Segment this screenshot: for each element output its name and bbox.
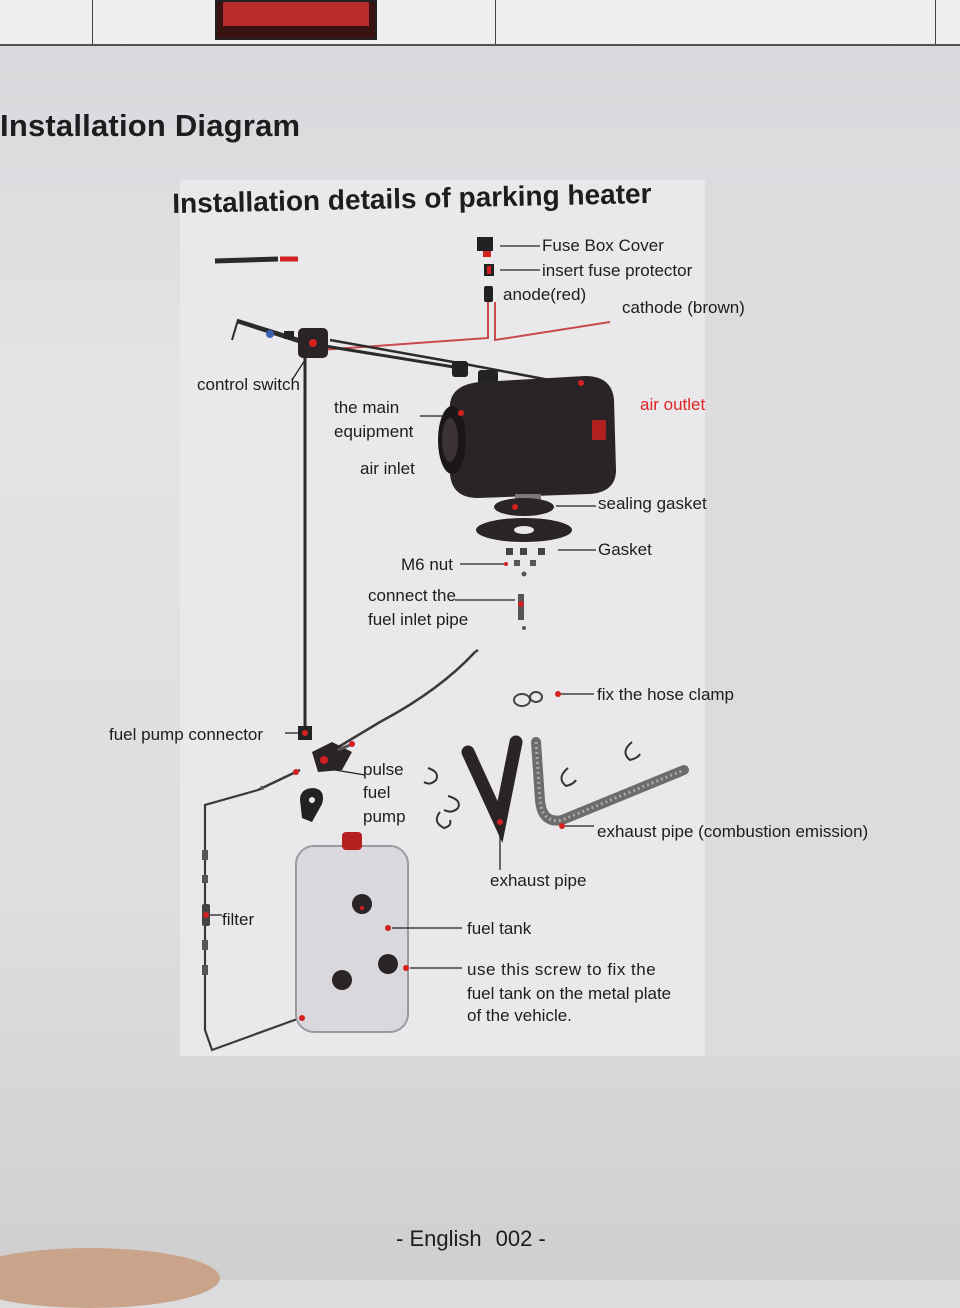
label-control-switch: control switch [197, 375, 300, 394]
diagram-panel [180, 180, 705, 1056]
footer-page-number: 002 - [495, 1226, 546, 1251]
fuse-box-cover-icon [477, 237, 493, 251]
clip-icon [624, 741, 641, 762]
label-screw-note-3: of the vehicle. [467, 1006, 572, 1025]
label-fix-hose-clamp: fix the hose clamp [597, 685, 735, 704]
label-gasket: Gasket [598, 540, 652, 559]
clip-icon [560, 767, 577, 788]
clip-icon [423, 767, 438, 785]
harness-plug-icon [452, 361, 468, 377]
top-strip [0, 0, 960, 46]
fuse-icon [484, 286, 493, 302]
main-heater-icon [438, 376, 616, 504]
label-exhaust-pipe: exhaust pipe [490, 871, 587, 890]
fuel-line [319, 651, 476, 760]
battery-wire-legend-black [214, 256, 279, 264]
label-main-equipment-2: equipment [334, 422, 414, 441]
page-footer: - English 002 - [396, 1226, 546, 1252]
right-panel [705, 180, 960, 1056]
clip-icon [443, 795, 460, 813]
filter-icon [202, 904, 210, 926]
label-fuel-tank: fuel tank [467, 919, 532, 938]
top-cell [495, 0, 936, 44]
label-filter: filter [222, 910, 255, 929]
label-screw-note-2: fuel tank on the metal plate [467, 984, 672, 1003]
label-main-equipment-1: the main [334, 398, 400, 417]
page-title: Installation Diagram [0, 108, 301, 143]
fuel-pump-icon [300, 742, 352, 822]
fuel-return-line [203, 788, 301, 1052]
label-air-inlet: air inlet [360, 459, 415, 478]
label-cathode: cathode (brown) [622, 298, 745, 317]
fuel-tank-icon [295, 832, 409, 1033]
anode-wire-2 [494, 302, 611, 342]
label-pulse: pulse [363, 760, 404, 779]
top-photo [215, 0, 377, 40]
anode-wire [319, 302, 489, 351]
top-cell [92, 0, 496, 44]
label-m6-nut: M6 nut [401, 555, 453, 574]
m6-nut-icons [506, 548, 545, 577]
label-screw-note-1: use this screw to fix the [467, 960, 657, 979]
label-anode: anode(red) [503, 285, 587, 304]
label-pump: pump [363, 807, 406, 826]
label-fuel: fuel [363, 783, 391, 802]
label-fuel-pump-connector: fuel pump connector [109, 725, 264, 744]
installation-diagram [202, 237, 689, 1052]
exhaust-hose-icon [461, 735, 523, 843]
connector-blue-icon [266, 330, 274, 338]
sealing-gasket-icon [494, 498, 554, 516]
label-connect-fuel-inlet-2: fuel inlet pipe [368, 610, 469, 629]
control-harness [237, 320, 461, 370]
hose-clamp-icon [513, 691, 543, 707]
label-insert-fuse-protector: insert fuse protector [542, 261, 693, 280]
exhaust-pipe-icon [531, 737, 689, 826]
label-sealing-gasket: sealing gasket [598, 494, 707, 513]
label-exhaust-pipe-combustion: exhaust pipe (combustion emission) [597, 822, 869, 841]
label-connect-fuel-inlet-1: connect the [368, 586, 456, 605]
label-air-outlet: air outlet [640, 395, 706, 414]
top-cell [0, 0, 93, 44]
label-fuse-box-cover: Fuse Box Cover [542, 236, 664, 255]
footer-language: - English [396, 1226, 482, 1251]
clip-icon [435, 811, 452, 830]
